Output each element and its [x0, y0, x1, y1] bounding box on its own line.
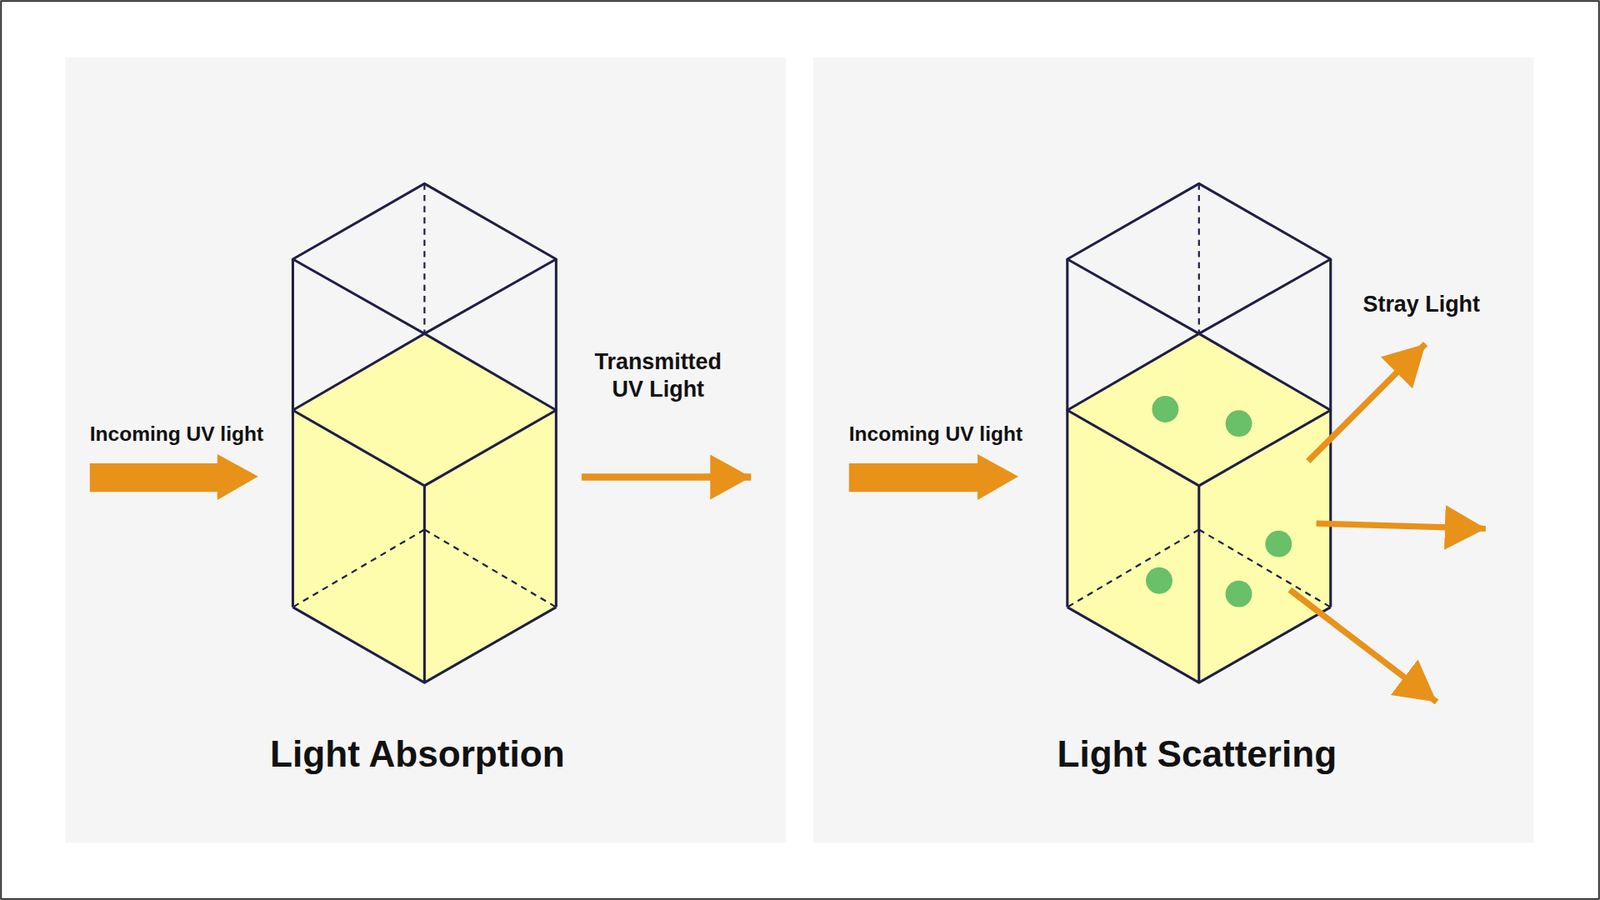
particles [1145, 395, 1292, 607]
input-label: Incoming UV light [90, 421, 264, 448]
stray-arrow [1308, 344, 1426, 462]
input-label: Incoming UV light [849, 421, 1023, 448]
light-arrow [90, 454, 259, 500]
stray-label: Stray Light [1363, 290, 1480, 320]
panel [65, 57, 785, 844]
panel [813, 57, 1534, 844]
light-arrow [849, 454, 1019, 500]
transmitted-arrow [581, 473, 751, 481]
stray-arrow [1316, 523, 1486, 529]
output-label: Transmitted UV Light [577, 348, 740, 405]
cuvette [292, 183, 556, 683]
stray-arrow [1290, 590, 1437, 703]
cuvette [1067, 183, 1331, 683]
panel-caption: Light Absorption [270, 730, 565, 777]
panel-caption: Light Scattering [1057, 730, 1338, 777]
